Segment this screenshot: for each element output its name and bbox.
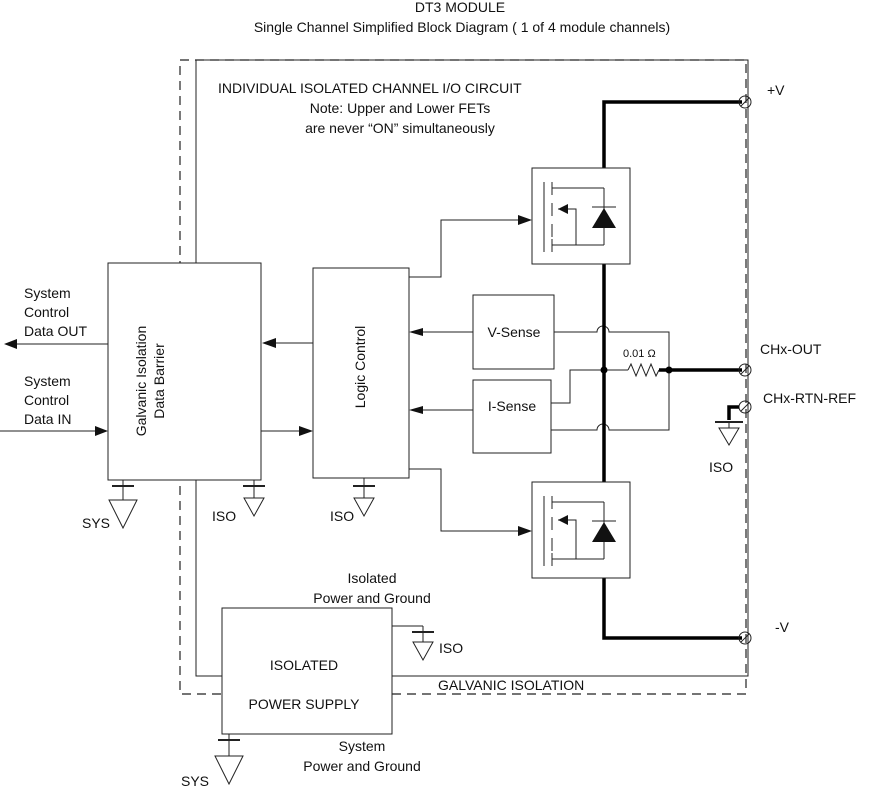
isolated-power-label-2: Power and Ground — [313, 590, 431, 606]
v-sense-label: V-Sense — [488, 324, 541, 340]
barrier-sys-ground-icon — [108, 480, 138, 530]
i-sense-lower-wire — [551, 370, 670, 431]
negative-rail-wire — [602, 578, 742, 640]
data-out-label-3: Data OUT — [24, 323, 87, 339]
return-iso-ground-label: ISO — [709, 459, 733, 475]
power-supply-label-2: POWER SUPPLY — [249, 696, 361, 712]
positive-terminal-label: +V — [767, 82, 785, 98]
i-sense-label: I-Sense — [488, 398, 536, 414]
upper-gate-wire — [409, 219, 518, 278]
galvanic-isolation-label: GALVANIC ISOLATION — [438, 677, 584, 693]
logic-to-barrier-arrow — [262, 338, 276, 348]
upper-fet — [531, 167, 631, 265]
output-node-dot — [665, 366, 673, 374]
negative-terminal — [738, 631, 752, 645]
fet-note-line2: are never “ON” simultaneously — [305, 120, 495, 136]
i-sense-box — [472, 379, 552, 454]
v-sense-to-logic-arrow — [409, 328, 423, 336]
barrier-iso-ground-icon — [243, 480, 265, 518]
power-iso-ground-icon — [392, 625, 434, 662]
logic-control-label: Logic Control — [352, 326, 368, 409]
lower-fet — [531, 481, 631, 579]
return-terminal — [738, 400, 752, 414]
module-subtitle: Single Channel Simplified Block Diagram … — [254, 19, 670, 35]
module-title: DT3 MODULE — [415, 0, 505, 15]
positive-rail-wire — [602, 100, 742, 168]
barrier-to-logic-arrow — [299, 426, 313, 436]
system-power-label-2: Power and Ground — [303, 758, 421, 774]
data-barrier-box — [107, 262, 262, 481]
isolated-channel-boundary — [195, 59, 749, 677]
data-barrier-label-2: Data Barrier — [151, 343, 167, 419]
bus-node-dot — [600, 366, 608, 374]
circuit-title: INDIVIDUAL ISOLATED CHANNEL I/O CIRCUIT — [218, 80, 522, 96]
power-supply-label-1: ISOLATED — [270, 657, 338, 673]
fet-note-line1: Note: Upper and Lower FETs — [310, 100, 491, 116]
power-sys-ground-label: SYS — [181, 773, 209, 789]
logic-control-box — [312, 267, 410, 479]
barrier-iso-ground-label: ISO — [212, 508, 236, 524]
i-sense-to-logic-arrow — [409, 406, 423, 414]
lower-gate-wire — [409, 468, 518, 532]
data-in-arrow — [95, 426, 108, 436]
data-in-label-1: System — [24, 373, 71, 389]
data-out-label-2: Control — [24, 304, 69, 320]
power-iso-ground-label: ISO — [439, 640, 463, 656]
data-out-arrow — [4, 339, 17, 349]
negative-terminal-label: -V — [775, 619, 790, 635]
upper-gate-arrow — [518, 215, 532, 225]
return-ground-wire — [727, 405, 739, 420]
galvanic-isolation-dashed-boundary — [179, 59, 747, 695]
system-power-label-1: System — [339, 738, 386, 754]
data-barrier-label-1: Galvanic Isolation — [133, 326, 149, 437]
logic-iso-ground-icon — [353, 478, 375, 518]
i-sense-upper-wire — [551, 369, 604, 404]
isolated-power-label-1: Isolated — [347, 570, 396, 586]
power-supply-box — [221, 607, 393, 735]
positive-terminal — [738, 95, 752, 109]
output-terminal — [738, 363, 752, 377]
shunt-resistor-label: 0.01 Ω — [623, 348, 656, 360]
v-sense-box — [472, 294, 555, 370]
return-terminal-label: CHx-RTN-REF — [763, 390, 856, 406]
return-iso-ground-icon — [715, 421, 743, 446]
logic-iso-ground-label: ISO — [330, 508, 354, 524]
data-in-label-3: Data IN — [24, 411, 71, 427]
output-terminal-label: CHx-OUT — [760, 341, 822, 357]
data-in-label-2: Control — [24, 392, 69, 408]
power-sys-ground-icon — [214, 734, 244, 786]
shunt-resistor — [627, 362, 660, 378]
lower-gate-arrow — [518, 526, 532, 536]
data-out-label-1: System — [24, 285, 71, 301]
barrier-sys-ground-label: SYS — [82, 515, 110, 531]
